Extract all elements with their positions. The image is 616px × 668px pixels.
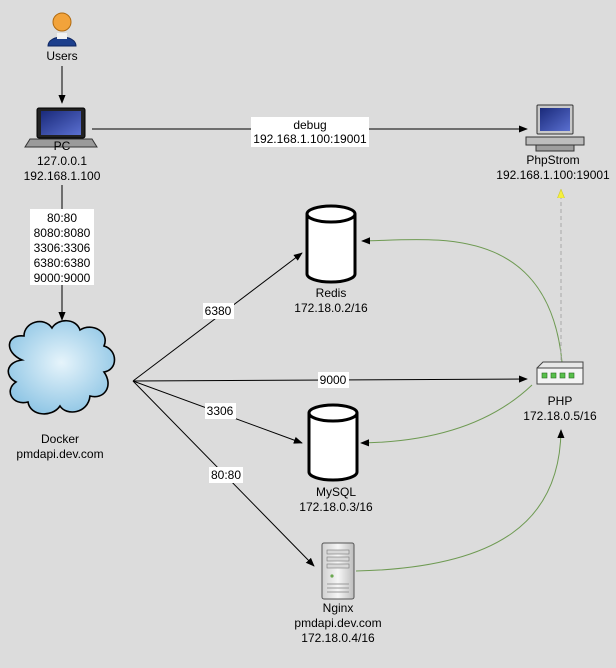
edge-label-redis-text: 6380: [205, 304, 232, 318]
edge-labels: debug 192.168.1.100:19001 80:80 8080:808…: [30, 117, 369, 483]
cloud-icon: [7, 319, 116, 415]
edge-label-ports-line-1: 8080:8080: [34, 226, 91, 240]
node-users-label: Users: [46, 49, 77, 63]
edge-nginx-php: [355, 429, 565, 572]
edge-label-ports: 80:80 8080:8080 3306:3306 6380:6380 9000…: [30, 209, 94, 285]
node-redis[interactable]: Redis 172.18.0.2/16: [294, 204, 368, 315]
edge-label-debug-line-0: debug: [293, 118, 326, 132]
node-phpstrom-label-1: 192.168.1.100:19001: [496, 168, 610, 182]
edge-php-mysql: [360, 384, 533, 447]
node-php[interactable]: PHP 172.18.0.5/16: [523, 361, 597, 423]
node-php-label-1: 172.18.0.5/16: [523, 409, 597, 423]
edge-label-nginx-text: 80:80: [211, 468, 241, 482]
edge-label-debug: debug 192.168.1.100:19001: [251, 117, 369, 147]
server-tower-icon: [321, 542, 355, 600]
node-pc[interactable]: PC 127.0.0.1 192.168.1.100: [24, 107, 101, 183]
edge-label-ports-line-4: 9000:9000: [34, 271, 91, 285]
node-docker-label-0: Docker: [41, 432, 79, 446]
database-icon: [305, 204, 357, 284]
node-redis-label-1: 172.18.0.2/16: [294, 301, 368, 315]
user-icon: [47, 12, 77, 47]
node-nginx[interactable]: Nginx pmdapi.dev.com 172.18.0.4/16: [294, 542, 382, 645]
edge-label-nginx: 80:80: [209, 467, 243, 483]
node-redis-label-0: Redis: [316, 286, 347, 300]
node-mysql-label-0: MySQL: [316, 485, 356, 499]
node-pc-label-2: 192.168.1.100: [24, 169, 101, 183]
edge-label-php: 9000: [318, 372, 349, 388]
edge-label-ports-line-0: 80:80: [47, 211, 77, 225]
database-icon: [307, 403, 359, 482]
node-pc-label-1: 127.0.0.1: [37, 154, 87, 168]
node-nginx-label-0: Nginx: [323, 601, 354, 615]
edge-label-debug-line-1: 192.168.1.100:19001: [253, 132, 367, 146]
node-php-label-0: PHP: [548, 394, 573, 408]
node-docker[interactable]: Docker pmdapi.dev.com: [7, 319, 116, 461]
node-pc-label-0: PC: [54, 139, 71, 153]
node-phpstrom-label-0: PhpStrom: [526, 153, 579, 167]
edge-label-ports-line-3: 6380:6380: [34, 256, 91, 270]
laptop-icon: [24, 107, 98, 148]
network-switch-icon: [536, 361, 584, 385]
edge-label-mysql: 3306: [205, 403, 236, 419]
edge-label-ports-line-2: 3306:3306: [34, 241, 91, 255]
node-phpstrom[interactable]: PhpStrom 192.168.1.100:19001: [496, 104, 610, 182]
node-nginx-label-1: pmdapi.dev.com: [294, 616, 381, 630]
node-docker-label-1: pmdapi.dev.com: [16, 447, 103, 461]
node-users[interactable]: Users: [46, 12, 78, 63]
edge-label-mysql-text: 3306: [207, 404, 234, 418]
desktop-computer-icon: [525, 104, 585, 152]
edge-label-redis: 6380: [203, 303, 234, 319]
node-mysql-label-1: 172.18.0.3/16: [299, 500, 373, 514]
node-mysql[interactable]: MySQL 172.18.0.3/16: [299, 403, 373, 514]
edge-label-php-text: 9000: [320, 373, 347, 387]
edge-php-redis: [361, 237, 563, 363]
node-nginx-label-2: 172.18.0.4/16: [301, 631, 375, 645]
